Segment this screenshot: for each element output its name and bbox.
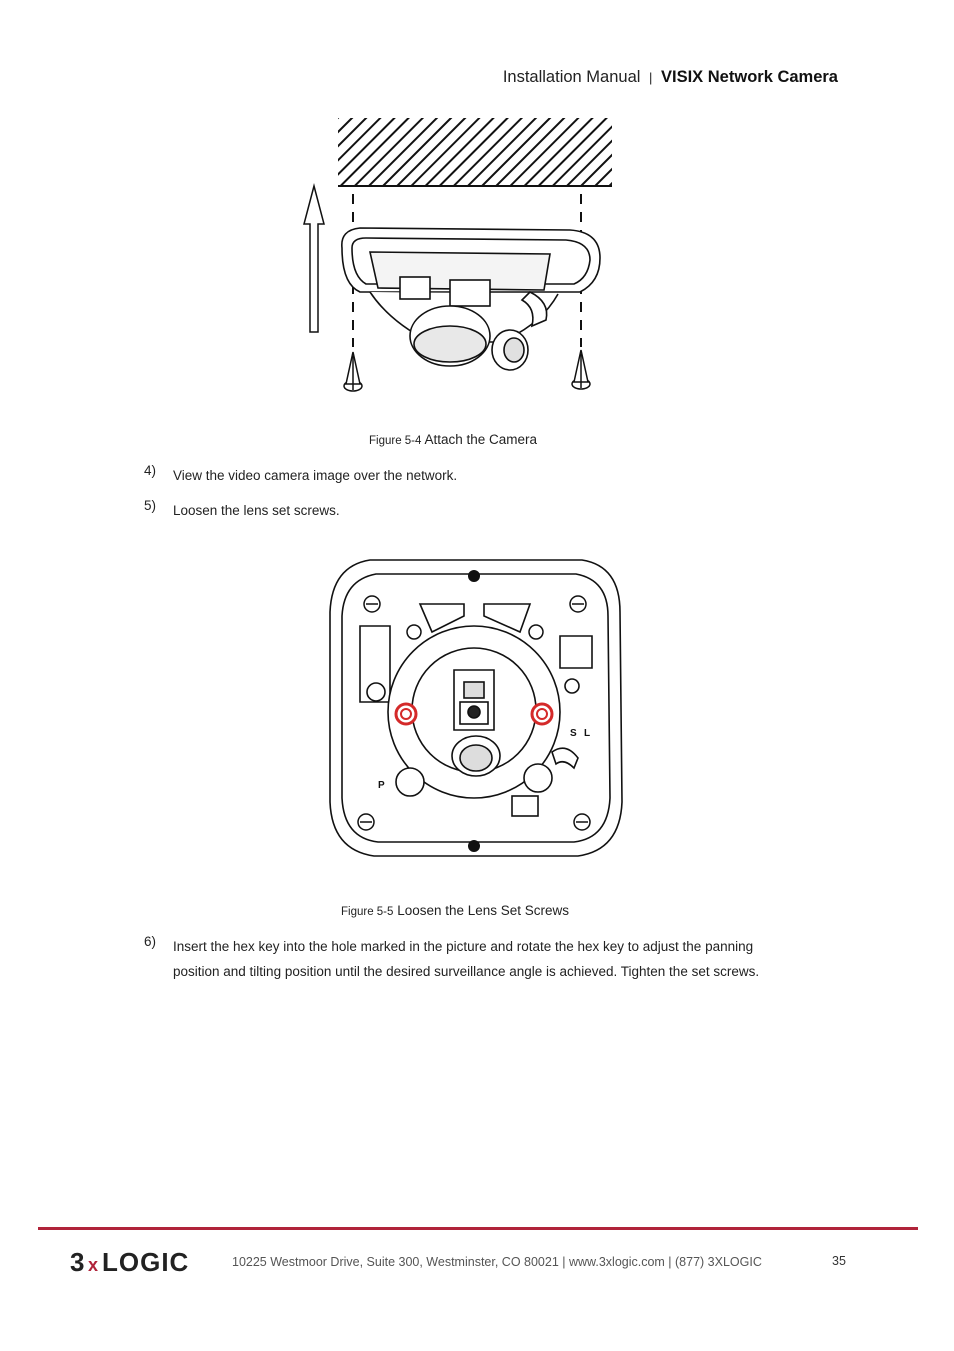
ceiling-hatch — [338, 118, 612, 186]
document-title: Installation Manual — [502, 68, 641, 86]
3xlogic-logo: 3 x LOGIC — [70, 1247, 189, 1275]
step-text: Loosen the lens set screws. — [173, 503, 340, 518]
figure-caption-2: Figure 5-5 Loosen the Lens Set Screws — [341, 903, 569, 918]
step-number: 6) — [144, 934, 157, 949]
marking-s: S — [570, 728, 577, 739]
footer-divider — [38, 1227, 918, 1230]
product-name: VISIX Network Camera — [661, 68, 838, 86]
step-text-line: position and tilting position until the … — [173, 964, 760, 979]
lens-set-screw-right — [530, 702, 554, 726]
bottom-marker-dot — [468, 840, 480, 852]
camera-dome — [341, 227, 601, 371]
svg-text:LOGIC: LOGIC — [102, 1247, 189, 1275]
corner-screws — [357, 595, 591, 831]
figure-caption-1: Figure 5-4 Attach the Camera — [369, 432, 537, 447]
header-separator: | — [649, 70, 653, 85]
marking-p: P — [378, 780, 385, 791]
svg-text:x: x — [88, 1255, 98, 1275]
footer-address: 10225 Westmoor Drive, Suite 300, Westmin… — [232, 1255, 762, 1269]
figure-attach-camera — [303, 118, 612, 392]
figure-title: Attach the Camera — [424, 432, 537, 447]
marking-l: L — [584, 728, 590, 739]
svg-text:3: 3 — [70, 1247, 84, 1275]
screw-icon-left — [343, 351, 363, 392]
step-text-line: Insert the hex key into the hole marked … — [173, 939, 754, 954]
screw-icon-right — [571, 349, 591, 390]
step-number: 5) — [144, 498, 157, 513]
step-text: Insert the hex key into the hole marked … — [173, 934, 759, 984]
page-header: Installation Manual | VISIX Network Came… — [503, 68, 838, 87]
figure-lens-set-screws: S L P — [329, 559, 623, 857]
figure-label: Figure 5-4 — [369, 435, 422, 447]
top-marker-dot — [468, 570, 480, 582]
figure-label: Figure 5-5 — [341, 906, 394, 918]
figure-title: Loosen the Lens Set Screws — [397, 903, 570, 918]
step-number: 4) — [144, 463, 157, 478]
up-arrow-icon — [303, 183, 325, 333]
lens-set-screw-left — [394, 702, 418, 726]
page-number: 35 — [832, 1254, 846, 1268]
step-text: View the video camera image over the net… — [173, 468, 458, 483]
